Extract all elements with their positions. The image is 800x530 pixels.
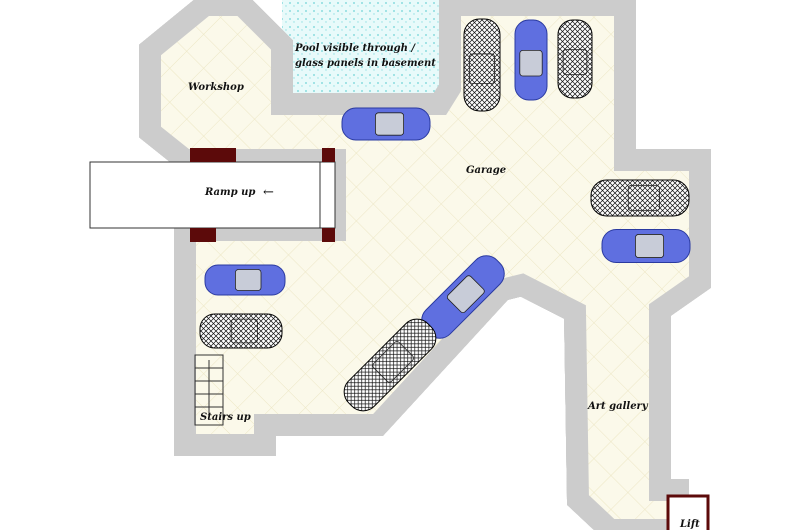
car-wire (343, 318, 437, 412)
stairs (194, 354, 224, 426)
car-wire (199, 313, 283, 349)
car-wire (557, 19, 593, 99)
car-blue (204, 264, 286, 296)
walls (139, 0, 711, 530)
pool-label: Pool visible through / glass panels in b… (295, 41, 436, 71)
pool-label-line-1: Pool visible through / (295, 43, 416, 54)
ramp (89, 161, 336, 229)
car-blue (341, 107, 431, 141)
ramp-arrow-icon: ← (263, 185, 274, 200)
ramp-label: Ramp up (205, 187, 256, 198)
lift-label: Lift (680, 519, 700, 530)
car-blue (601, 229, 691, 263)
pool-label-line-2: glass panels in basement (295, 58, 436, 69)
car-blue (514, 19, 548, 101)
car-blue (421, 255, 505, 339)
lift (666, 494, 710, 530)
pool (282, 0, 445, 104)
workshop-label: Workshop (188, 82, 244, 93)
car-wire (463, 18, 501, 112)
gallery-label: Art gallery (588, 401, 648, 412)
stairs-label: Stairs up (200, 412, 251, 423)
car-wire (590, 179, 690, 217)
garage-label: Garage (466, 165, 507, 176)
